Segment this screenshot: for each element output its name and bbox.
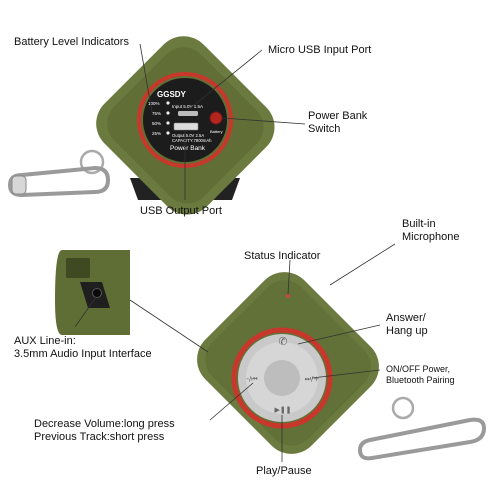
battery-level-label: 50% bbox=[152, 121, 161, 126]
answer-hangup-label: Answer/ Hang up bbox=[386, 312, 476, 338]
key-ring bbox=[391, 396, 415, 420]
play-pause-icon: ▶❚❚ bbox=[274, 406, 291, 414]
speaker-front-view: ✆ -/⏮ ⏭/+ ▶❚❚ bbox=[197, 272, 487, 461]
decrease-volume-label: Decrease Volume:long press Previous Trac… bbox=[34, 418, 224, 444]
speaker-grille bbox=[66, 258, 90, 278]
answer-hangup-label-line2: Hang up bbox=[386, 325, 428, 337]
power-bank-switch-label-line2: Switch bbox=[308, 123, 341, 135]
micro-usb-input-port-label: Micro USB Input Port bbox=[268, 44, 372, 56]
aux-line-in-label-line1: AUX Line-in: bbox=[14, 335, 76, 347]
battery-led-group: 100% 75% 50% 25% bbox=[148, 101, 170, 136]
brand-logo: GGSDY bbox=[157, 90, 187, 99]
onoff-pairing-label-line1: ON/OFF Power, bbox=[386, 364, 451, 374]
answer-hangup-label-line1: Answer/ bbox=[386, 312, 426, 324]
status-led bbox=[286, 294, 290, 298]
battery-led bbox=[166, 121, 170, 125]
status-indicator-label: Status Indicator bbox=[244, 250, 321, 262]
back-panel bbox=[143, 78, 227, 162]
battery-led bbox=[166, 131, 170, 135]
power-bank-switch-label: Power Bank Switch bbox=[308, 110, 408, 136]
battery-level-label: 100% bbox=[148, 101, 160, 106]
decrease-volume-label-line1: Decrease Volume:long press bbox=[34, 418, 175, 430]
aux-closeup bbox=[55, 250, 130, 335]
battery-led bbox=[166, 111, 170, 115]
output-spec: Output 5.0V 2.5A bbox=[172, 133, 204, 138]
aux-jack bbox=[92, 288, 102, 298]
usb-output-port-label: USB Output Port bbox=[140, 205, 222, 217]
builtin-microphone-label-line2: Microphone bbox=[402, 231, 460, 243]
aux-line-in-label: AUX Line-in: 3.5mm Audio Input Interface bbox=[14, 335, 204, 361]
usb-output-port bbox=[173, 122, 199, 131]
play-pause-label: Play/Pause bbox=[256, 465, 312, 477]
capacity-label: CAPACITY:7800mAh bbox=[172, 138, 212, 143]
battery-level-label: 75% bbox=[152, 111, 161, 116]
builtin-microphone-label-line1: Built-in bbox=[402, 218, 436, 230]
builtin-microphone-label: Built-in Microphone bbox=[402, 218, 497, 244]
onoff-pairing-label: ON/OFF Power, Bluetooth Pairing bbox=[386, 364, 496, 386]
next-track-icon: ⏭/+ bbox=[305, 375, 320, 383]
input-spec: Input 5.0V 1.5A bbox=[172, 104, 203, 109]
switch-label: Battery bbox=[210, 129, 223, 134]
battery-level-label: 25% bbox=[152, 131, 161, 136]
decrease-volume-label-line2: Previous Track:short press bbox=[34, 431, 165, 443]
power-bank-label: Power Bank bbox=[170, 145, 206, 152]
battery-level-indicators-label: Battery Level Indicators bbox=[14, 36, 129, 48]
power-bank-switch bbox=[209, 111, 223, 125]
carabiner-clip bbox=[357, 417, 487, 461]
battery-led bbox=[166, 101, 170, 105]
speaker-back-view: 100% 75% 50% 25% GGSDY Input 5.0V 1.5A O… bbox=[7, 36, 275, 215]
phone-icon: ✆ bbox=[278, 335, 287, 348]
aux-line-in-label-line2: 3.5mm Audio Input Interface bbox=[14, 348, 152, 360]
prev-track-icon: -/⏮ bbox=[246, 375, 257, 383]
micro-usb-port bbox=[178, 111, 198, 116]
power-bank-switch-label-line1: Power Bank bbox=[308, 110, 368, 122]
callout-lines bbox=[74, 43, 396, 462]
onoff-pairing-label-line2: Bluetooth Pairing bbox=[386, 375, 455, 385]
key-ring bbox=[79, 149, 105, 175]
